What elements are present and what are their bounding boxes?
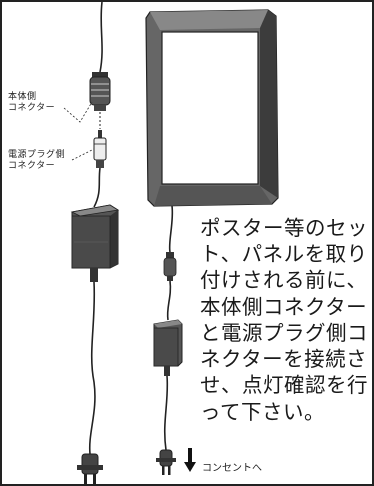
power-plug-label-line2: コネクター (8, 161, 56, 172)
right-plug-icon (156, 449, 176, 475)
main-connector-leader (63, 101, 93, 123)
power-connector-leader (71, 148, 95, 161)
arrow-down-icon (184, 448, 196, 472)
power-plug-label-line1: 電源プラグ側 (8, 150, 66, 160)
left-plug-icon (77, 453, 103, 484)
instruction-line: せ、点灯確認を行 (200, 373, 368, 398)
instruction-line: ネクターを接続さ (200, 347, 368, 372)
main-connector-label-line1: 本体側 (8, 92, 37, 102)
left-cable (99, 2, 103, 73)
main-connector-label: 本体側 コネクター (8, 92, 55, 115)
instruction-line: と電源プラグ側コ (200, 320, 368, 345)
instruction-text: ポスター等のセッ ト、パネルを取り 付けされる前に、 本体側コネクター と電源プ… (200, 215, 372, 425)
to-outlet-label: コンセントへ (202, 463, 262, 474)
instruction-line: ト、パネルを取り (200, 242, 368, 267)
left-adapter-icon (70, 204, 120, 269)
power-plug-connector-label: 電源プラグ側 コネクター (8, 150, 65, 173)
right-cable-lower (163, 375, 169, 451)
instruction-line: 本体側コネクター (200, 294, 368, 319)
right-connector-icon (163, 252, 177, 281)
main-connector-label-line2: コネクター (8, 103, 56, 114)
left-adapter-relief (90, 268, 98, 282)
right-adapter-relief (164, 366, 170, 376)
left-cable-lower (88, 281, 96, 455)
main-body-connector-icon (89, 72, 111, 111)
right-cable-top (168, 205, 174, 253)
power-plug-connector-icon (93, 130, 107, 168)
instruction-line: ポスター等のセッ (200, 216, 368, 240)
panel-frame-icon (145, 9, 279, 207)
right-cable-mid (166, 280, 172, 321)
right-adapter-icon (153, 319, 183, 367)
left-cable-mid (93, 167, 101, 208)
instruction-line: 付けされる前に、 (200, 268, 368, 293)
instruction-line: って下さい。 (200, 399, 325, 424)
